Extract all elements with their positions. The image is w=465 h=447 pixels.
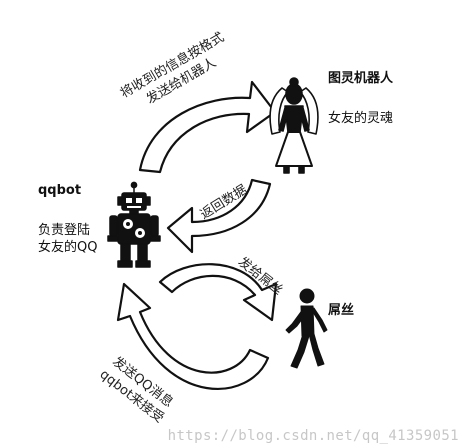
walking-man-icon — [285, 288, 328, 369]
robot-icon — [107, 181, 161, 268]
robot-role-label: 女友的灵魂 — [328, 111, 394, 126]
qqbot-role-line2: 女友的QQ — [38, 240, 98, 255]
watermark: https://blog.csdn.net/qq_41359051 — [167, 428, 459, 444]
qqbot-role-line1: 负责登陆 — [38, 223, 91, 238]
qqbot-name-label: qqbot — [38, 183, 82, 198]
bride-icon — [269, 77, 319, 174]
robot-name-label: 图灵机器人 — [328, 71, 394, 86]
user-name-label: 屌丝 — [328, 303, 355, 318]
arrow-lower — [158, 263, 278, 322]
arrow-bottom — [116, 282, 270, 391]
arrow-middle — [166, 178, 272, 254]
